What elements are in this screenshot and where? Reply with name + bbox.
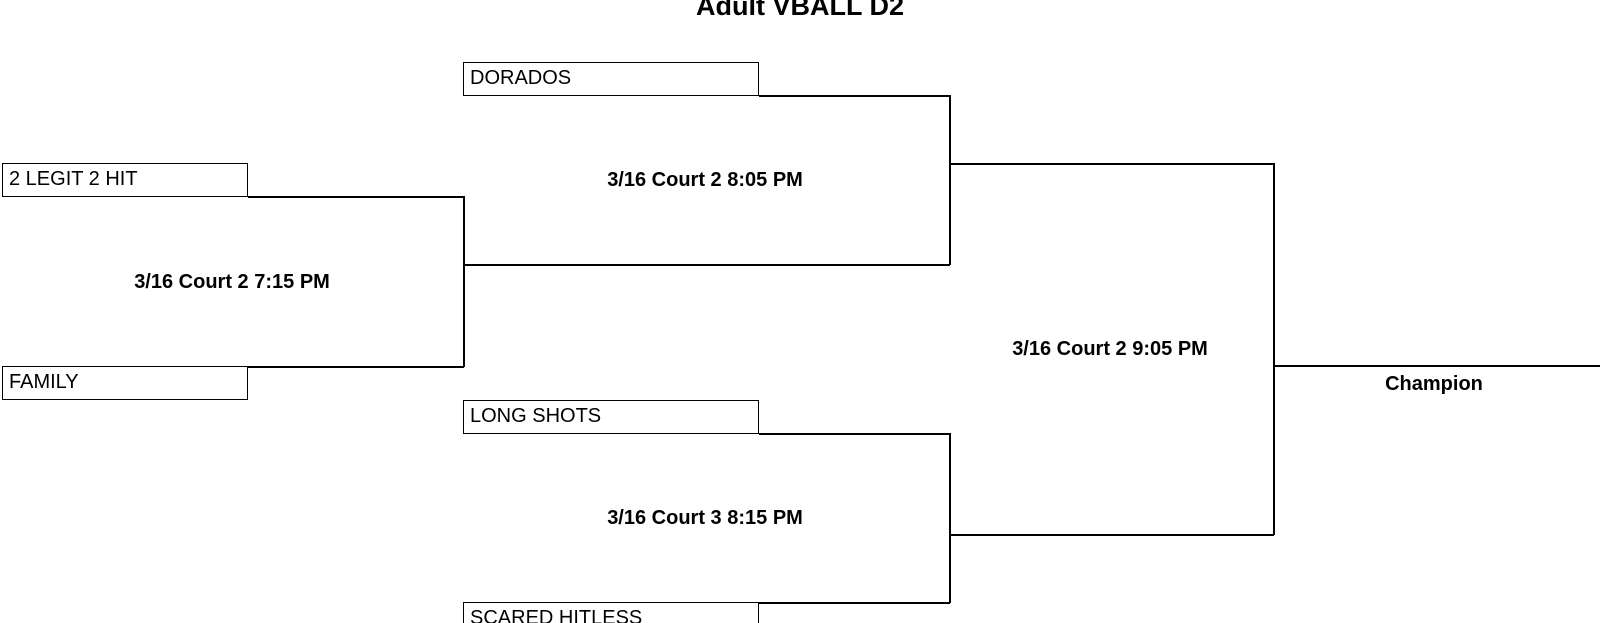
bracket-line-final-vertical [1273,163,1275,535]
match-label-semi-top: 3/16 Court 2 8:05 PM [607,169,803,191]
match-label-semi-bottom: 3/16 Court 3 8:15 PM [607,507,803,529]
bracket-line-champion [1273,365,1600,367]
bracket-line-semi-top-vertical [949,95,951,265]
match-label-final: 3/16 Court 2 9:05 PM [1012,338,1208,360]
bracket-line-semi-top-top [759,95,950,97]
team-box-scared-hitless: SCARED HITLESS [463,602,759,623]
bracket-line-semi-bottom-bottom [759,602,950,604]
team-box-2-legit-2-hit: 2 LEGIT 2 HIT [2,163,248,197]
bracket-line-semi-top-output [949,163,1274,165]
bracket-line-r1-vertical [463,196,465,367]
bracket-line-r1-top [248,196,464,198]
bracket-line-semi-bottom-output [949,534,1274,536]
match-label-round1: 3/16 Court 2 7:15 PM [134,271,330,293]
bracket-title: Adult VBALL D2 [696,0,904,21]
bracket-line-semi-bottom-vertical [949,433,951,603]
team-box-family: FAMILY [2,366,248,400]
team-box-long-shots: LONG SHOTS [463,400,759,434]
champion-label: Champion [1385,373,1483,395]
bracket-line-r1-output [463,264,950,266]
bracket-line-semi-bottom-top [759,433,950,435]
bracket-line-r1-bottom [248,366,464,368]
team-box-dorados: DORADOS [463,62,759,96]
